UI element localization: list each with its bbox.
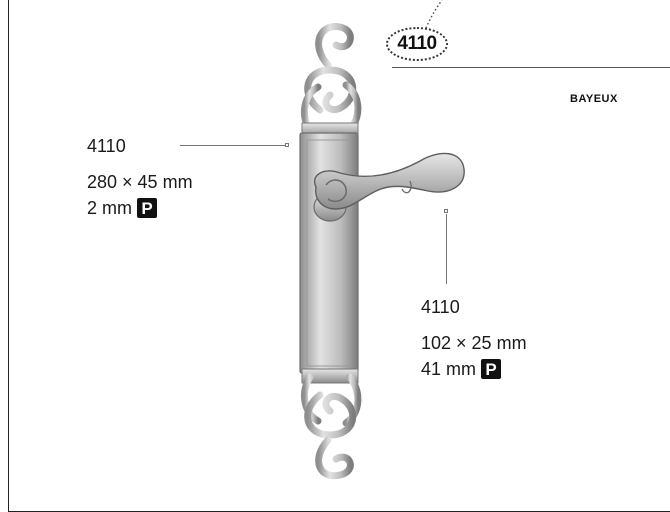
frame-left-line — [8, 0, 9, 512]
plate-code: 4110 — [87, 136, 126, 156]
top-scroll-ornament — [300, 23, 362, 134]
plate-dimensions: 280 × 45 mm — [87, 172, 193, 192]
p-badge-icon: P — [137, 198, 157, 218]
backplate — [299, 132, 359, 374]
plate-thickness: 2 mm — [87, 198, 132, 218]
brand-name: BAYEUX — [570, 93, 618, 105]
header-rule — [392, 67, 670, 68]
plate-leader-line — [180, 145, 286, 146]
lever-handle — [313, 152, 465, 210]
handle-leader-line — [446, 214, 447, 284]
handle-leader-dot — [444, 209, 448, 213]
bottom-scroll-ornament — [300, 373, 362, 480]
door-handle-illustration — [299, 23, 465, 480]
handle-thickness: 41 mm — [421, 359, 477, 379]
handle-dimensions: 102 × 25 mm — [421, 333, 527, 353]
model-code-badge: 4110 — [386, 27, 448, 61]
handle-thickness-row: 41 mm P — [421, 356, 527, 382]
plate-spec-block: 4110 280 × 45 mm 2 mm P — [87, 133, 193, 221]
plate-leader-dot — [285, 143, 289, 147]
handle-code: 4110 — [421, 297, 460, 317]
plate-thickness-row: 2 mm P — [87, 195, 193, 221]
handle-spec-block: 4110 102 × 25 mm 41 mm P — [421, 294, 527, 382]
p-badge-icon: P — [481, 359, 502, 379]
